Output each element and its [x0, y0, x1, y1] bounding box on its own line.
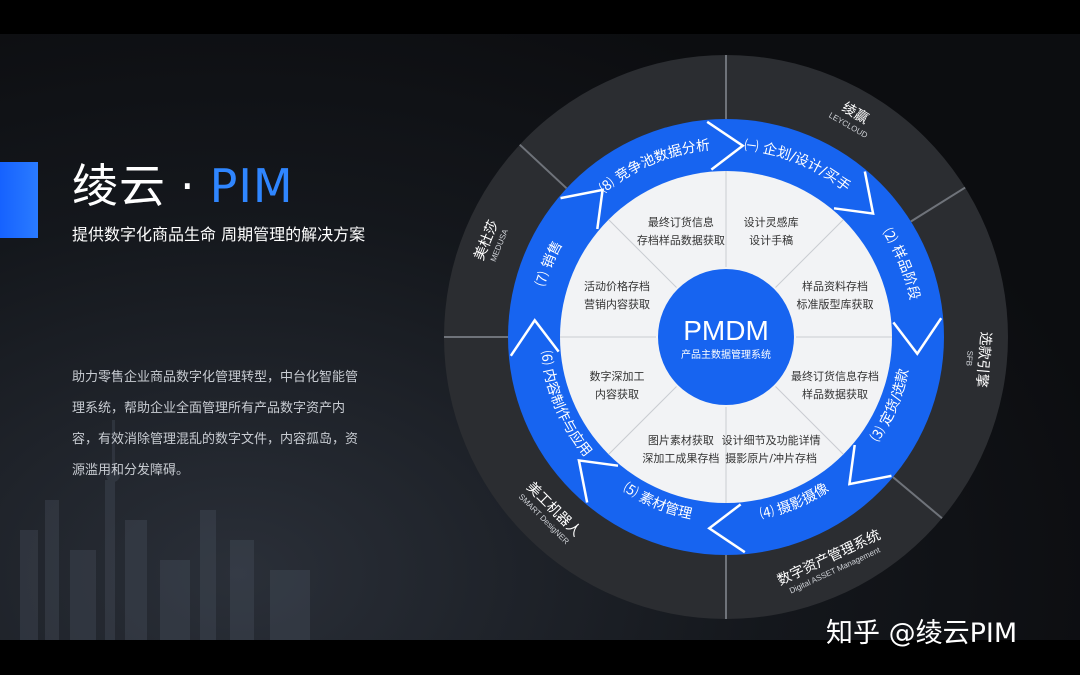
stage-detail-text: 标准版型库获取 — [797, 297, 874, 311]
title-pim: PIM — [209, 159, 294, 213]
stage-chevron — [577, 458, 619, 503]
stage-detail-text: 数字深加工 — [589, 369, 644, 383]
stage-detail-text: 存档样品数据获取 — [637, 233, 725, 247]
stage-detail-text: 营销内容获取 — [584, 297, 650, 311]
stage-detail-text: 深加工成果存档 — [642, 451, 719, 465]
stage-detail-text: 摄影原片/冲片存档 — [725, 451, 817, 465]
stage-detail-text: 最终订货信息存档 — [791, 369, 879, 383]
system-subname: SFB — [964, 350, 974, 366]
detail-divider — [608, 386, 677, 455]
stage-detail-text: 样品资料存档 — [802, 279, 868, 293]
system-divider — [519, 143, 568, 190]
system-divider — [910, 186, 966, 223]
stage-detail-text: 内容获取 — [595, 387, 639, 401]
detail-divider — [775, 386, 844, 455]
stage-chevron — [833, 171, 875, 216]
center-title: PMDM — [683, 315, 769, 346]
detail-divider — [775, 219, 844, 288]
description-paragraph: 助力零售企业商品数字化管理转型，中台化智能管理系统，帮助企业全面管理所有产品数字… — [72, 370, 359, 478]
stage-detail-text: 图片素材获取 — [648, 433, 714, 447]
title-dot: · — [180, 159, 196, 213]
center-hub — [658, 269, 794, 405]
stage-chevron — [509, 318, 560, 357]
city-skyline-background — [20, 420, 310, 640]
system-divider — [892, 476, 943, 520]
stage-detail-text: 设计灵感库 — [744, 216, 799, 229]
system-name: 选款引擎 — [973, 331, 994, 388]
stage-chevron — [847, 444, 892, 486]
stage-chevron — [892, 317, 943, 356]
top-letterbox — [0, 0, 1080, 34]
detail-divider — [608, 219, 677, 288]
stage-chevron — [706, 120, 745, 171]
title-main: 绫云 — [72, 159, 166, 213]
stage-detail-text: 设计细节及功能详情 — [722, 433, 821, 447]
stage-detail-text: 样品数据获取 — [802, 387, 868, 401]
page-subtitle: 提供数字化商品生命 周期管理的解决方案 — [72, 225, 366, 244]
stage-detail-text: 设计手稿 — [749, 233, 793, 247]
watermark-text: 知乎 @绫云PIM — [826, 618, 1018, 649]
bottom-letterbox — [0, 640, 1080, 675]
stage-detail-text: 活动价格存档 — [584, 279, 650, 293]
center-subtitle: 产品主数据管理系统 — [681, 348, 771, 361]
page-title: 绫云 ·PIM — [72, 150, 294, 216]
accent-bar — [0, 162, 38, 238]
stage-chevron — [560, 188, 605, 230]
stage-detail-text: 最终订货信息 — [648, 215, 714, 229]
stage-chevron — [707, 503, 746, 554]
